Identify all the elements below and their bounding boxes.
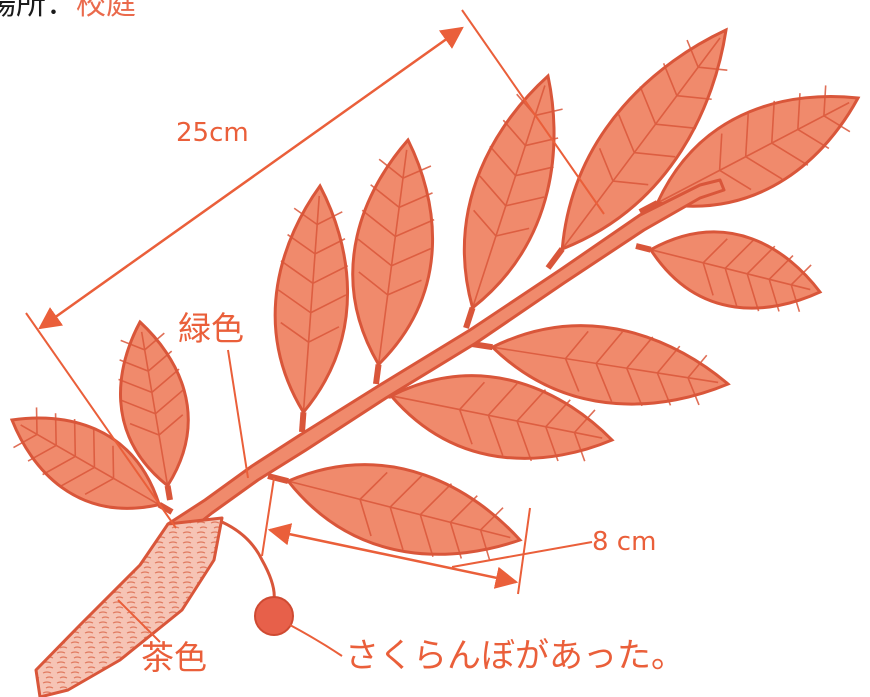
width-dimension-arrow xyxy=(267,523,519,589)
cherry-stem xyxy=(221,520,276,601)
length-extension-right xyxy=(461,9,605,215)
length-label: 25cm xyxy=(176,118,249,148)
place-value: 校庭 xyxy=(76,0,136,22)
length-dimension-arrow xyxy=(38,26,464,330)
brown-leader xyxy=(117,599,161,643)
leaf-veins xyxy=(471,85,563,309)
leaf-petiole xyxy=(545,247,565,270)
branch-color-label: 緑色 xyxy=(178,309,244,348)
place-prefix: 場所： xyxy=(0,0,76,22)
length-extension-left xyxy=(25,312,177,529)
place-label: 場所：校庭 xyxy=(0,0,136,20)
leaf-petiole xyxy=(638,200,659,215)
leaf-veins xyxy=(391,381,603,462)
cherry-leader xyxy=(289,624,343,657)
leaf-petiole xyxy=(299,412,307,433)
leaf-veins xyxy=(650,238,812,312)
leaf-veins xyxy=(118,331,184,486)
trunk xyxy=(34,516,224,697)
width-extension-left xyxy=(261,477,275,557)
leaf-petiole xyxy=(267,473,289,485)
branch-stem xyxy=(166,178,726,542)
leaf-width-label: 8 cm xyxy=(592,527,657,557)
green-leader xyxy=(227,349,249,479)
leaf-veins xyxy=(13,407,160,506)
cherry-icon xyxy=(254,596,294,636)
width-leader xyxy=(451,541,593,568)
cherry-note-label: さくらんぼがあった。 xyxy=(345,636,685,676)
leaf-veins xyxy=(657,85,851,204)
leaf-petiole xyxy=(463,306,476,329)
leaf-icon xyxy=(462,73,556,311)
leaf-petiole xyxy=(164,485,173,501)
leaf-veins xyxy=(561,37,728,250)
trunk-color-label: 茶色 xyxy=(141,638,207,677)
width-extension-right xyxy=(517,507,531,595)
leaves-group xyxy=(9,27,861,561)
leaf-veins xyxy=(492,330,719,407)
leaf-icon xyxy=(388,374,615,460)
leaf-petiole xyxy=(373,364,382,385)
leaf-petiole xyxy=(635,243,652,253)
